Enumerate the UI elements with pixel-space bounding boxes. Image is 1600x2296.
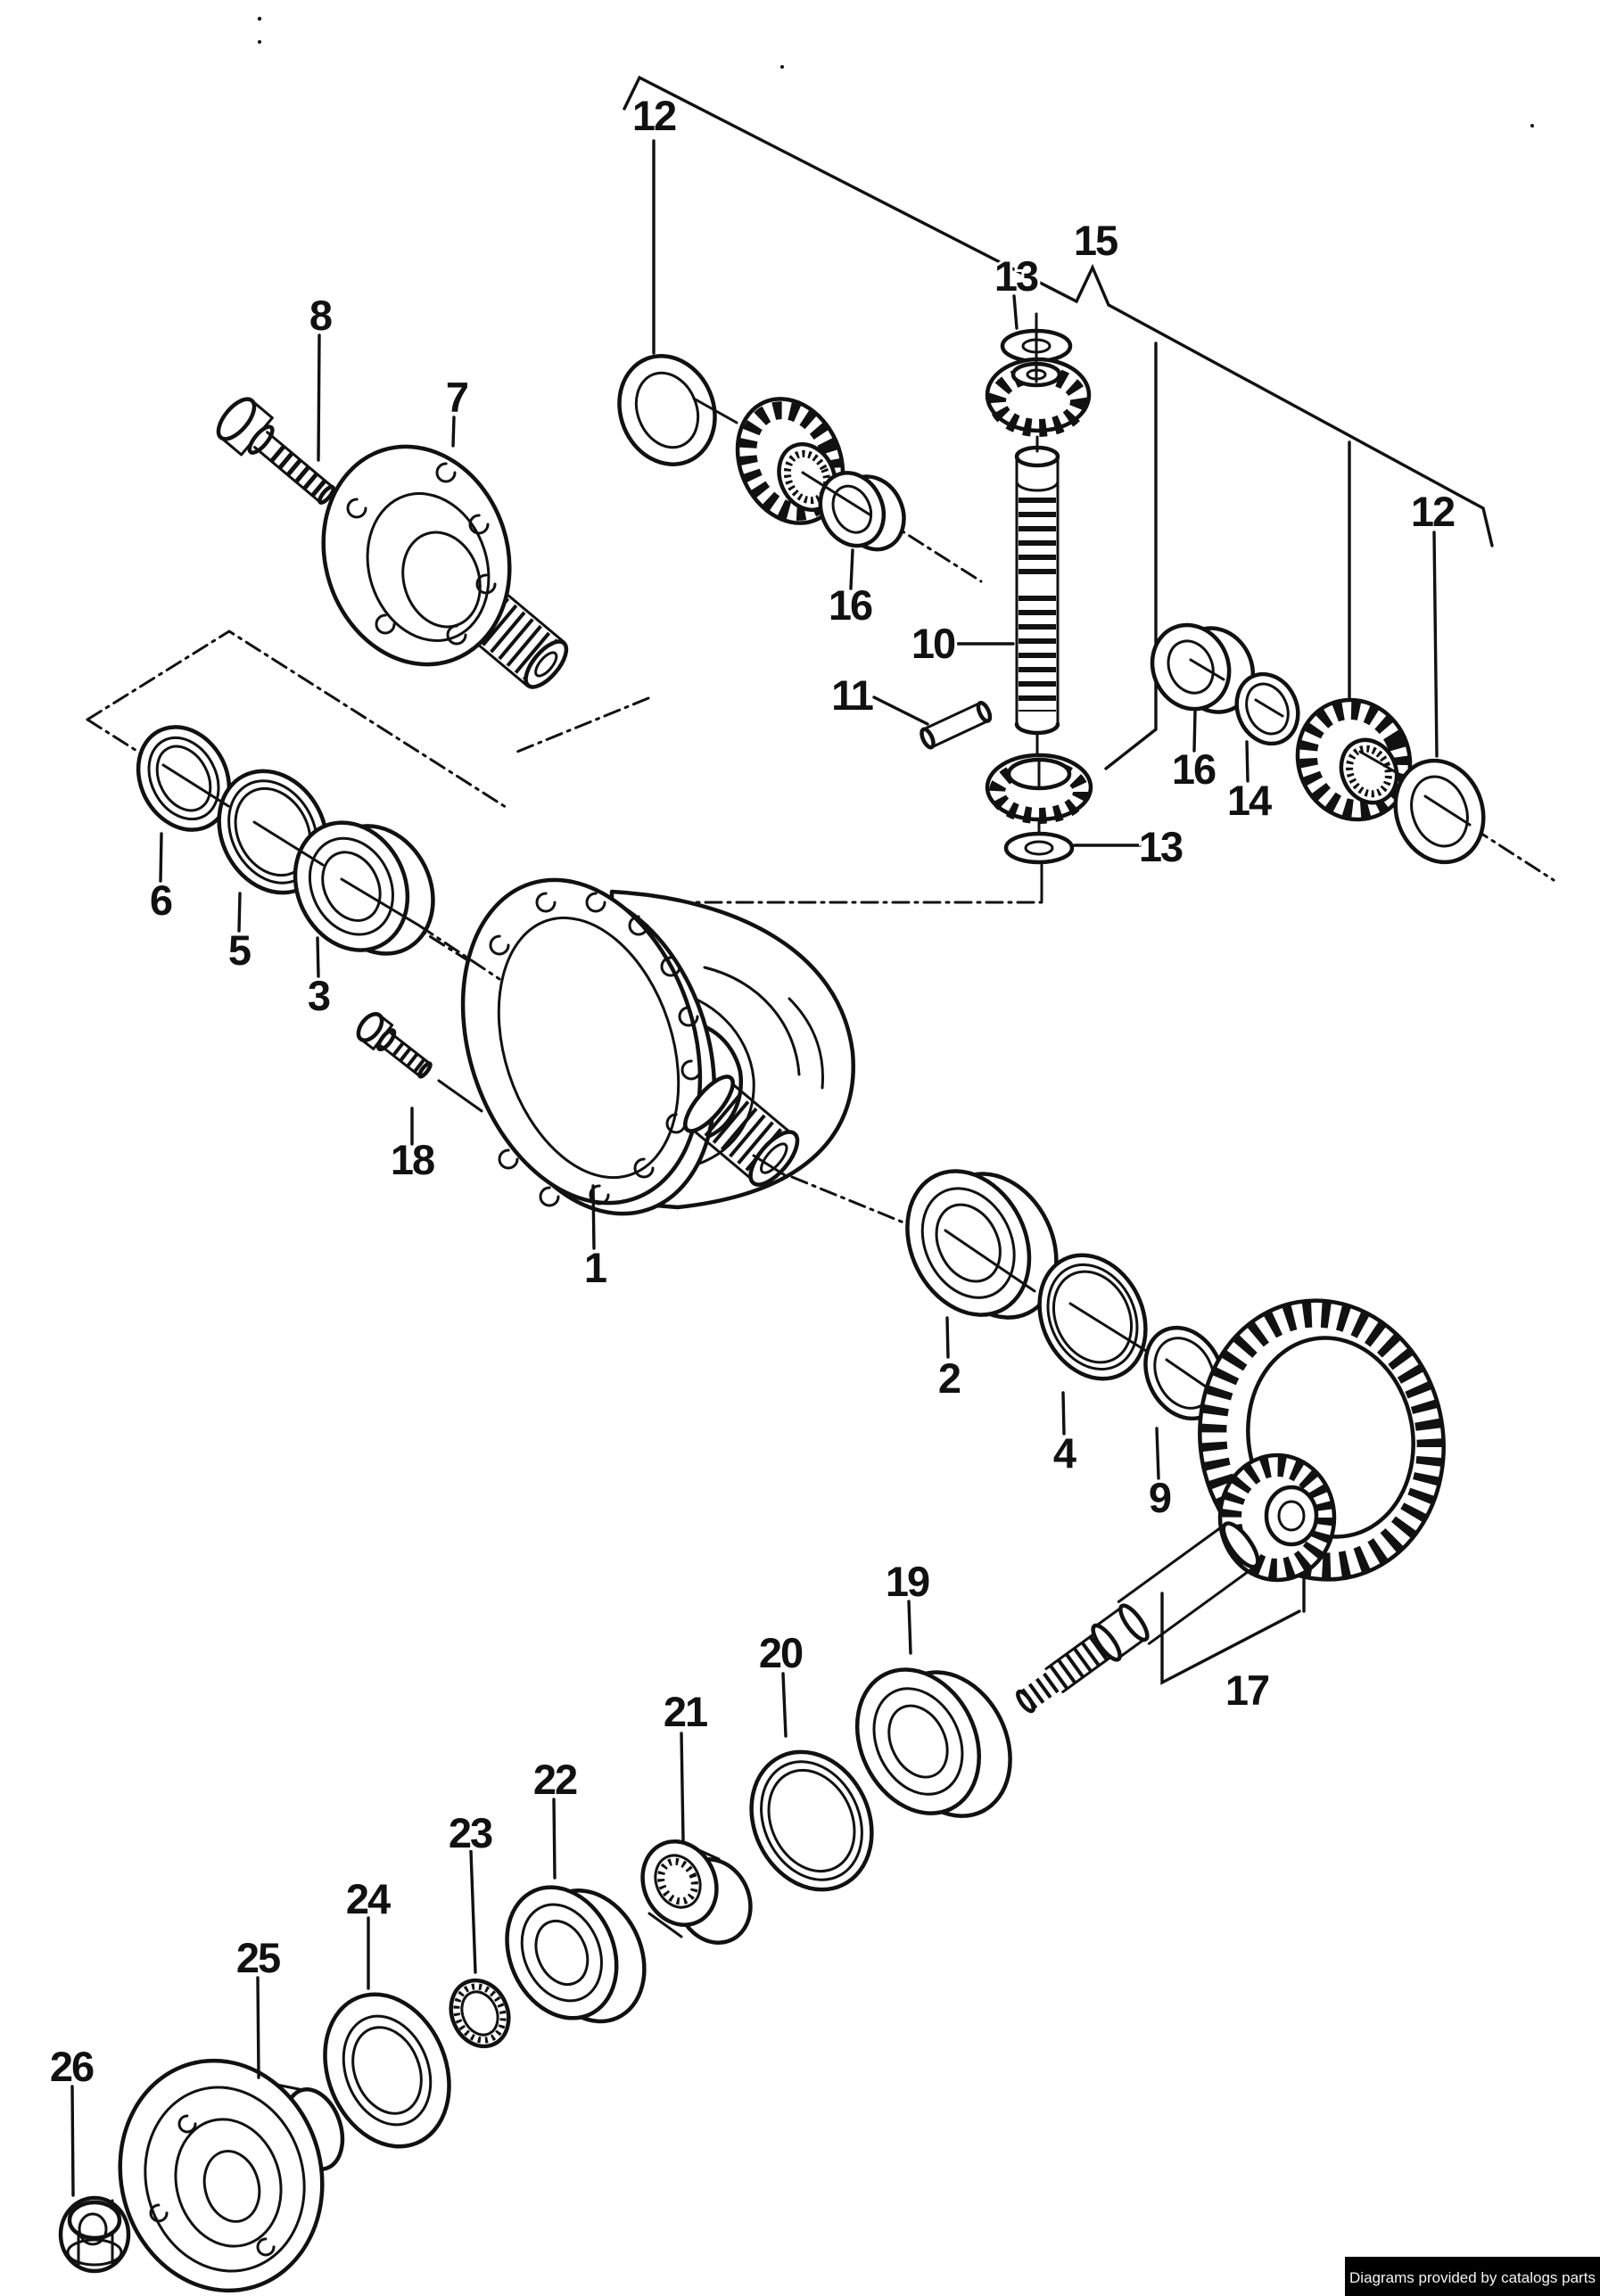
housing-bolt-holes — [489, 892, 702, 1207]
callout-10: 10 — [911, 620, 955, 667]
callout-24: 24 — [346, 1875, 391, 1922]
callout-19: 19 — [886, 1558, 929, 1605]
part-21-splined-bushing — [640, 1839, 753, 1946]
part-13-washer-bottom — [1003, 831, 1075, 865]
part-14-ring — [1234, 671, 1300, 746]
part-23-serrated-washer — [449, 1978, 511, 2049]
callout-3: 3 — [308, 972, 330, 1019]
caption-background — [1345, 2257, 1600, 2296]
callout-14: 14 — [1227, 777, 1272, 824]
callout-7: 7 — [446, 374, 468, 421]
callout-5: 5 — [228, 926, 251, 974]
callout-1: 1 — [584, 1244, 606, 1291]
callout-20: 20 — [759, 1629, 803, 1676]
part-20-ring — [749, 1749, 874, 1892]
part-19-bearing — [854, 1667, 1012, 1818]
part-26-nut — [58, 2195, 131, 2274]
callout-21: 21 — [664, 1688, 707, 1735]
caption-text: Diagrams provided by catalogs parts — [1349, 2269, 1596, 2286]
caption-box: Diagrams provided by catalogs parts — [1345, 2257, 1600, 2296]
callout-4: 4 — [1053, 1429, 1076, 1477]
callout-13: 13 — [994, 252, 1038, 300]
part-3-bearing — [293, 820, 435, 956]
part-10-cross-shaft — [1014, 435, 1060, 755]
callout-12: 12 — [1411, 488, 1455, 535]
callout-25: 25 — [236, 1934, 280, 1981]
part-18-bolt — [356, 1012, 483, 1113]
part-11-roll-pin — [920, 700, 993, 750]
callout-15: 15 — [1074, 217, 1118, 264]
part-16-thrust-washer-right — [1150, 622, 1256, 714]
part-17-ring-gear — [1016, 1298, 1446, 1714]
callout-8: 8 — [309, 292, 332, 339]
callout-16: 16 — [1172, 745, 1216, 793]
pinion-head-gear — [1217, 1452, 1337, 1583]
part-1-differential-housing — [460, 877, 855, 1216]
part-8-bolt — [216, 397, 336, 505]
axis-strokes — [161, 312, 1472, 1395]
callout-16: 16 — [829, 581, 872, 629]
leader-lines — [70, 139, 1439, 2197]
callout-9: 9 — [1149, 1474, 1171, 1521]
part-2-bearing — [905, 1169, 1059, 1320]
callout-18: 18 — [391, 1136, 434, 1183]
construction-lines — [86, 16, 1555, 1429]
callout-6: 6 — [150, 876, 172, 924]
gear-bottom-pinion — [985, 753, 1093, 835]
callout-17: 17 — [1225, 1666, 1269, 1714]
housing-output-shaft — [683, 1074, 800, 1187]
part-24-seal — [323, 1992, 451, 2149]
group-15-bracket — [623, 75, 1494, 770]
gear-right-side — [1295, 697, 1413, 822]
flange-bolt-holes — [346, 462, 497, 646]
part-16-thrust-washer-left — [818, 471, 906, 552]
pinion-shaft — [1016, 1521, 1260, 1714]
callout-22: 22 — [533, 1756, 577, 1803]
part-25-flange — [118, 2058, 345, 2293]
callout-12: 12 — [632, 92, 676, 139]
callout-13: 13 — [1139, 823, 1183, 870]
part-12-washer-left — [617, 354, 717, 466]
callout-11: 11 — [831, 671, 873, 719]
gear-top-pinion — [985, 357, 1092, 437]
callout-26: 26 — [50, 2043, 94, 2090]
part-12-washer-right — [1393, 758, 1486, 865]
part-22-bearing — [505, 1885, 647, 2024]
part-7-drive-flange — [321, 444, 569, 689]
callout-2: 2 — [938, 1354, 961, 1402]
callout-23: 23 — [449, 1809, 492, 1856]
